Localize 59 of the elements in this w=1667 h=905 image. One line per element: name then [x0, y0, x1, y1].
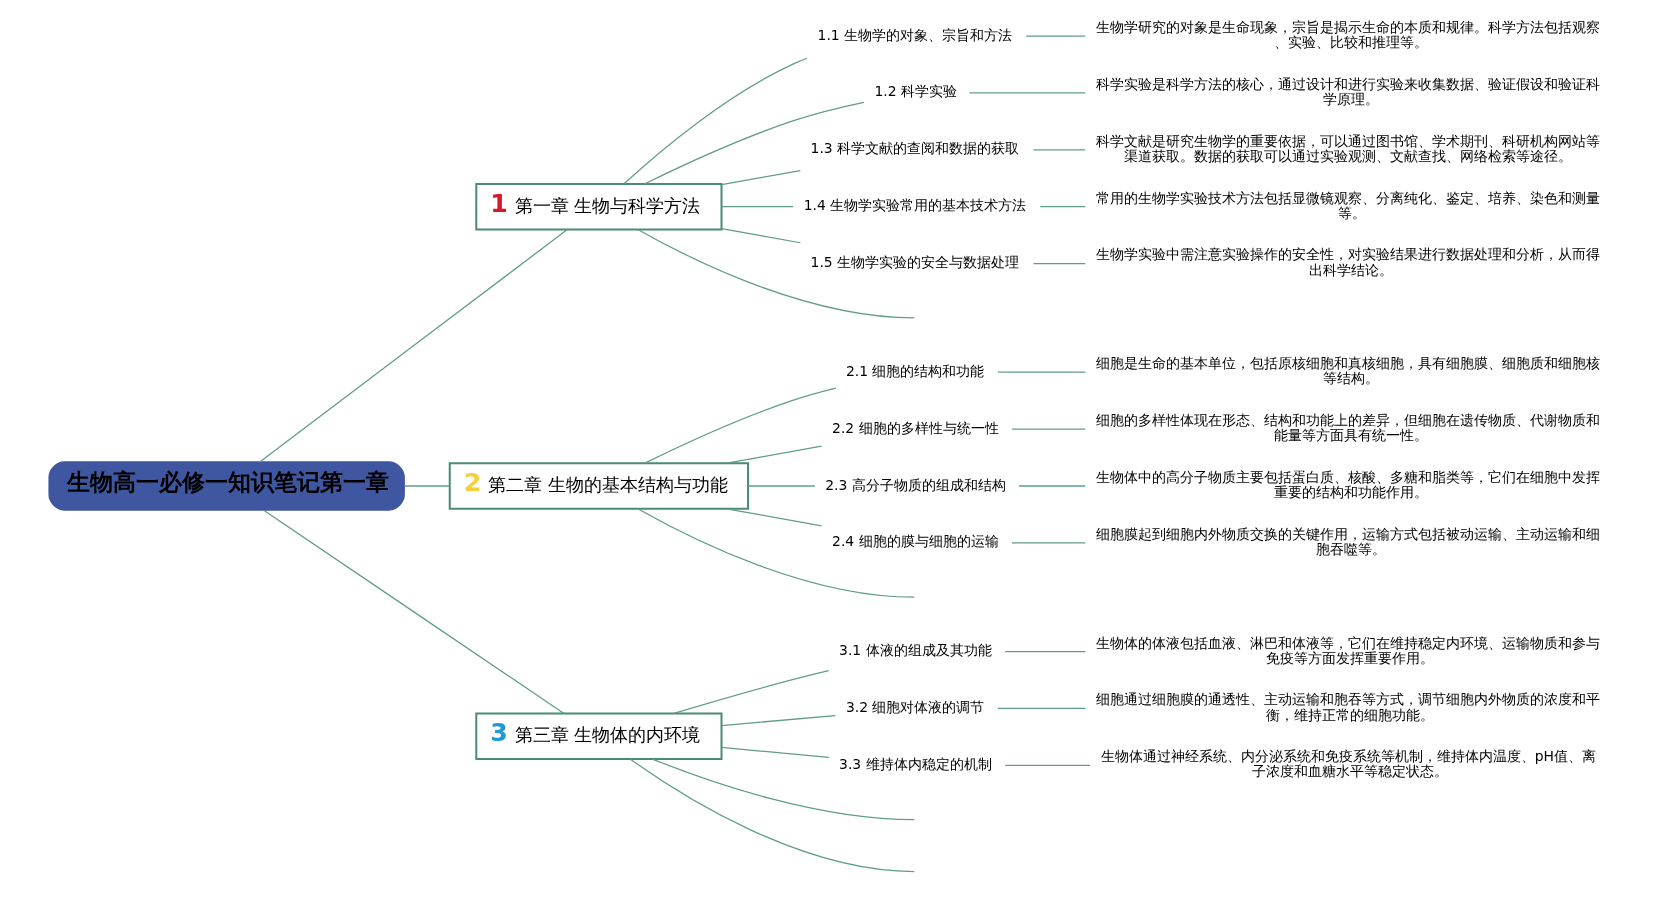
connector [403, 485, 450, 487]
connector [1032, 149, 1086, 151]
connector [262, 509, 565, 715]
connector [996, 707, 1086, 710]
connector [1004, 650, 1086, 653]
node-text: 1.1 生物学的对象、宗旨和方法 [817, 26, 1012, 43]
connector [643, 101, 864, 185]
node-text: 3.3 维持体内稳定的机制 [838, 755, 992, 772]
connector [725, 445, 822, 464]
connector [1004, 764, 1091, 766]
node-text: 科学实验是科学方法的核心，通过设计和进行实验来收集数据、验证假设和验证科学原理。 [1095, 75, 1600, 108]
connector [968, 92, 1086, 94]
node-text: 细胞通过细胞膜的通透性、主动运输和胞吞等方式，调节细胞内外物质的浓度和平衡，维持正常的细胞功能。 [1095, 691, 1600, 723]
connector [1032, 262, 1086, 265]
node-text: 生物学研究的对象是生命现象，宗旨是揭示生命的本质和规律。科学方法包括观察、实验、比较和推理等。 [1095, 18, 1600, 51]
node-text: 生物体的体液包括血液、淋巴和体液等，它们在维持稳定内环境、运输物质和参与免疫等方面发挥重要作用。 [1095, 634, 1600, 666]
node-text: 细胞膜起到细胞内外物质交换的关键作用，运输方式包括被动运输、主动运输和细胞吞噬等。 [1095, 525, 1600, 557]
node-text: 科学文献是研究生物学的重要依据，可以通过图书馆、学术期刊、科研机构网站等渠道获取。数据的获取可以通过实验观测、文献查找、网络检索等途径。 [1095, 132, 1600, 164]
node-text: 生物体中的高分子物质主要包括蛋白质、核酸、多糖和脂类等，它们在细胞中发挥重要的结构和功能作用。 [1095, 468, 1600, 501]
node-text: 1.4 生物学实验常用的基本技术方法 [803, 197, 1026, 214]
node-text: 2.2 细胞的多样性与统一性 [831, 419, 999, 436]
node-text: 1.5 生物学实验的安全与数据处理 [810, 254, 1019, 271]
node-text: 生物学实验中需注意实验操作的安全性，对实验结果进行数据处理和分析，从而得出科学结论。 [1095, 246, 1600, 278]
node-text: 常用的生物学实验技术方法包括显微镜观察、分离纯化、鉴定、培养、染色和测量等。 [1095, 189, 1600, 221]
connector [1010, 428, 1086, 430]
connector [1025, 35, 1086, 37]
node-text: 2.3 高分子物质的组成和结构 [824, 476, 1006, 493]
connector [747, 485, 815, 487]
connector [1039, 206, 1086, 208]
connector [636, 508, 915, 598]
node-text: 3.1 体液的组成及其功能 [838, 642, 992, 659]
node-text: 细胞是生命的基本单位，包括原核细胞和真核细胞，具有细胞膜、细胞质和细胞核等结构。 [1095, 355, 1600, 387]
connector [1010, 542, 1086, 544]
connector [672, 670, 829, 715]
connector [720, 206, 794, 208]
connector [996, 371, 1086, 373]
connector [258, 228, 568, 463]
node-text: 生物体通过神经系统、内分泌系统和免疫系统等机制，维持体内温度、pH值、离子浓度和血糖水平等稳定状态。 [1100, 748, 1596, 780]
node-box: 1 第一章 生物与科学方法 [474, 182, 722, 231]
node-box: 生物高一必修一知识笔记第一章 [47, 461, 405, 511]
connector [720, 227, 801, 244]
node-text: 2.1 细胞的结构和功能 [845, 362, 985, 379]
connector [720, 169, 801, 186]
connector [725, 508, 822, 527]
node-text: 细胞的多样性体现在形态、结构和功能上的差异，但细胞在遗传物质、代谢物质和能量等方面具有统一性。 [1095, 412, 1600, 444]
connector [720, 746, 829, 758]
node-text: 1.3 科学文献的查阅和数据的获取 [810, 140, 1019, 157]
connector [623, 57, 808, 185]
connector [1017, 485, 1086, 487]
connector [629, 758, 915, 873]
node-text: 2.4 细胞的膜与细胞的运输 [831, 533, 999, 550]
node-box: 2 第二章 生物的基本结构与功能 [448, 462, 749, 510]
connector [720, 714, 836, 727]
node-text: 3.2 细胞对体液的调节 [845, 699, 985, 715]
connector [643, 387, 836, 464]
node-text: 1.2 科学实验 [873, 83, 957, 100]
connector [651, 758, 915, 821]
connector [636, 228, 915, 319]
node-box: 3 第三章 生物体的内环境 [474, 712, 722, 761]
